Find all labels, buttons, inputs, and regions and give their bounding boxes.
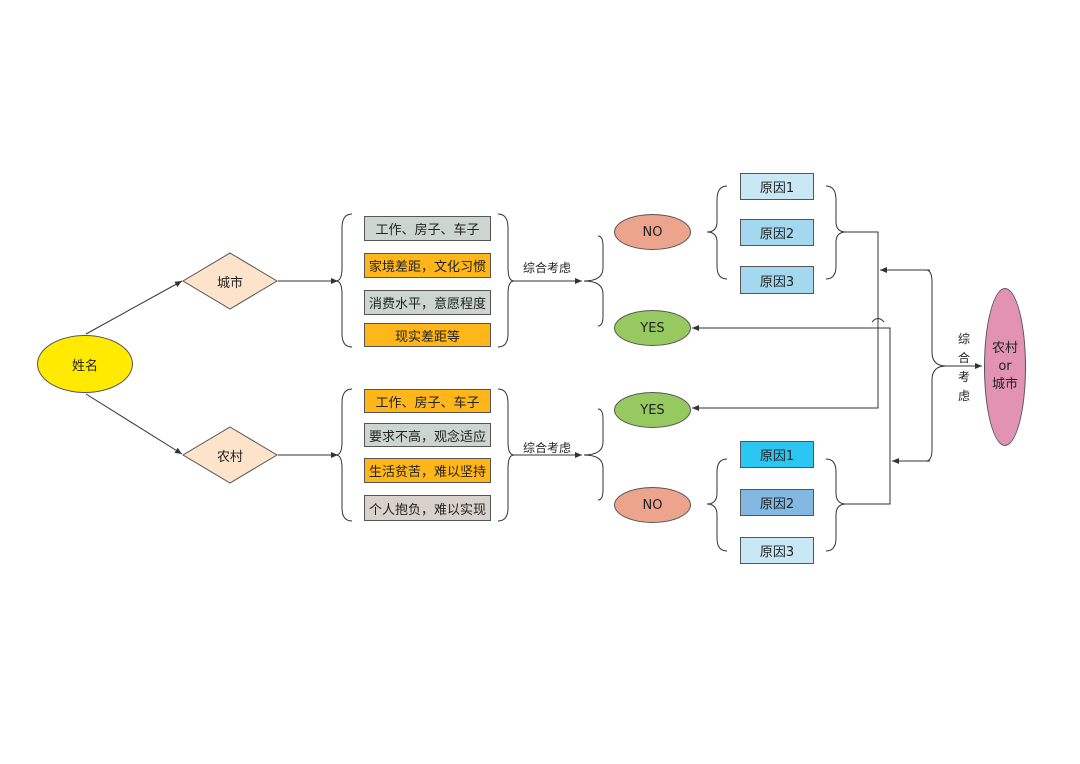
final-consider-char: 考 — [957, 370, 970, 384]
edge-top-reasons-out — [846, 231, 879, 322]
top-reasons-right-brace — [825, 185, 847, 280]
city-consider-label: 综合考虑 — [523, 261, 572, 275]
top-reason-3: 原因3 — [740, 266, 814, 294]
final-big-brace — [925, 269, 947, 462]
bottom-reason-2: 原因2 — [740, 489, 814, 516]
root-label: 姓名 — [71, 358, 98, 374]
rural-label: 农村 — [216, 449, 243, 465]
final-consider-char: 综 — [957, 332, 970, 346]
city-factor-4: 现实差距等 — [364, 323, 491, 347]
rural-yes-node: YES — [614, 392, 691, 428]
city-factors-right-brace — [497, 213, 515, 348]
bottom-reasons-brace — [706, 458, 728, 552]
rural-factors-right-brace — [497, 388, 515, 522]
rural-consider-label: 综合考虑 — [523, 441, 572, 455]
edge-root-city — [85, 280, 183, 335]
final-consider-label: 综 合 考 虑 — [957, 330, 971, 406]
edge-bottom-reasons-out — [692, 325, 891, 505]
rural-decision-brace — [583, 408, 604, 501]
final-consider-char: 合 — [957, 351, 970, 365]
city-factor-1: 工作、房子、车子 — [364, 216, 491, 241]
edge-top-reasons-down — [692, 322, 879, 411]
line-hop — [871, 318, 885, 323]
top-reasons-brace — [706, 185, 728, 280]
root-node: 姓名 — [37, 335, 133, 393]
final-line-3: 城市 — [991, 377, 1018, 392]
diamond-shape — [182, 252, 278, 310]
city-diamond: 城市 — [182, 252, 278, 310]
rural-diamond: 农村 — [182, 426, 278, 484]
city-factor-3: 消费水平，意愿程度 — [364, 290, 491, 315]
city-factors-left-brace — [335, 213, 353, 348]
final-consider-char: 虑 — [957, 389, 970, 403]
final-line-1: 农村 — [991, 341, 1018, 356]
city-no-node: NO — [614, 214, 691, 250]
final-line-2: or — [998, 359, 1012, 374]
rural-factor-4: 个人抱负，难以实现 — [364, 495, 491, 521]
final-node: 农村 or 城市 — [984, 288, 1026, 446]
city-factor-2: 家境差距，文化习惯 — [364, 253, 491, 278]
rural-no-node: NO — [614, 487, 691, 523]
city-decision-brace — [583, 235, 604, 327]
top-reason-1: 原因1 — [740, 173, 814, 200]
bottom-reasons-right-brace — [825, 458, 847, 552]
top-reason-2: 原因2 — [740, 219, 814, 246]
bottom-reason-1: 原因1 — [740, 441, 814, 468]
edge-root-rural — [85, 393, 183, 455]
bottom-reason-3: 原因3 — [740, 537, 814, 564]
rural-factor-2: 要求不高，观念适应 — [364, 423, 491, 447]
diamond-shape — [182, 426, 278, 484]
rural-factors-left-brace — [335, 388, 353, 522]
rural-factor-3: 生活贫苦，难以坚持 — [364, 458, 491, 483]
city-yes-node: YES — [614, 310, 691, 346]
city-label: 城市 — [216, 275, 243, 291]
rural-factor-1: 工作、房子、车子 — [364, 389, 491, 413]
